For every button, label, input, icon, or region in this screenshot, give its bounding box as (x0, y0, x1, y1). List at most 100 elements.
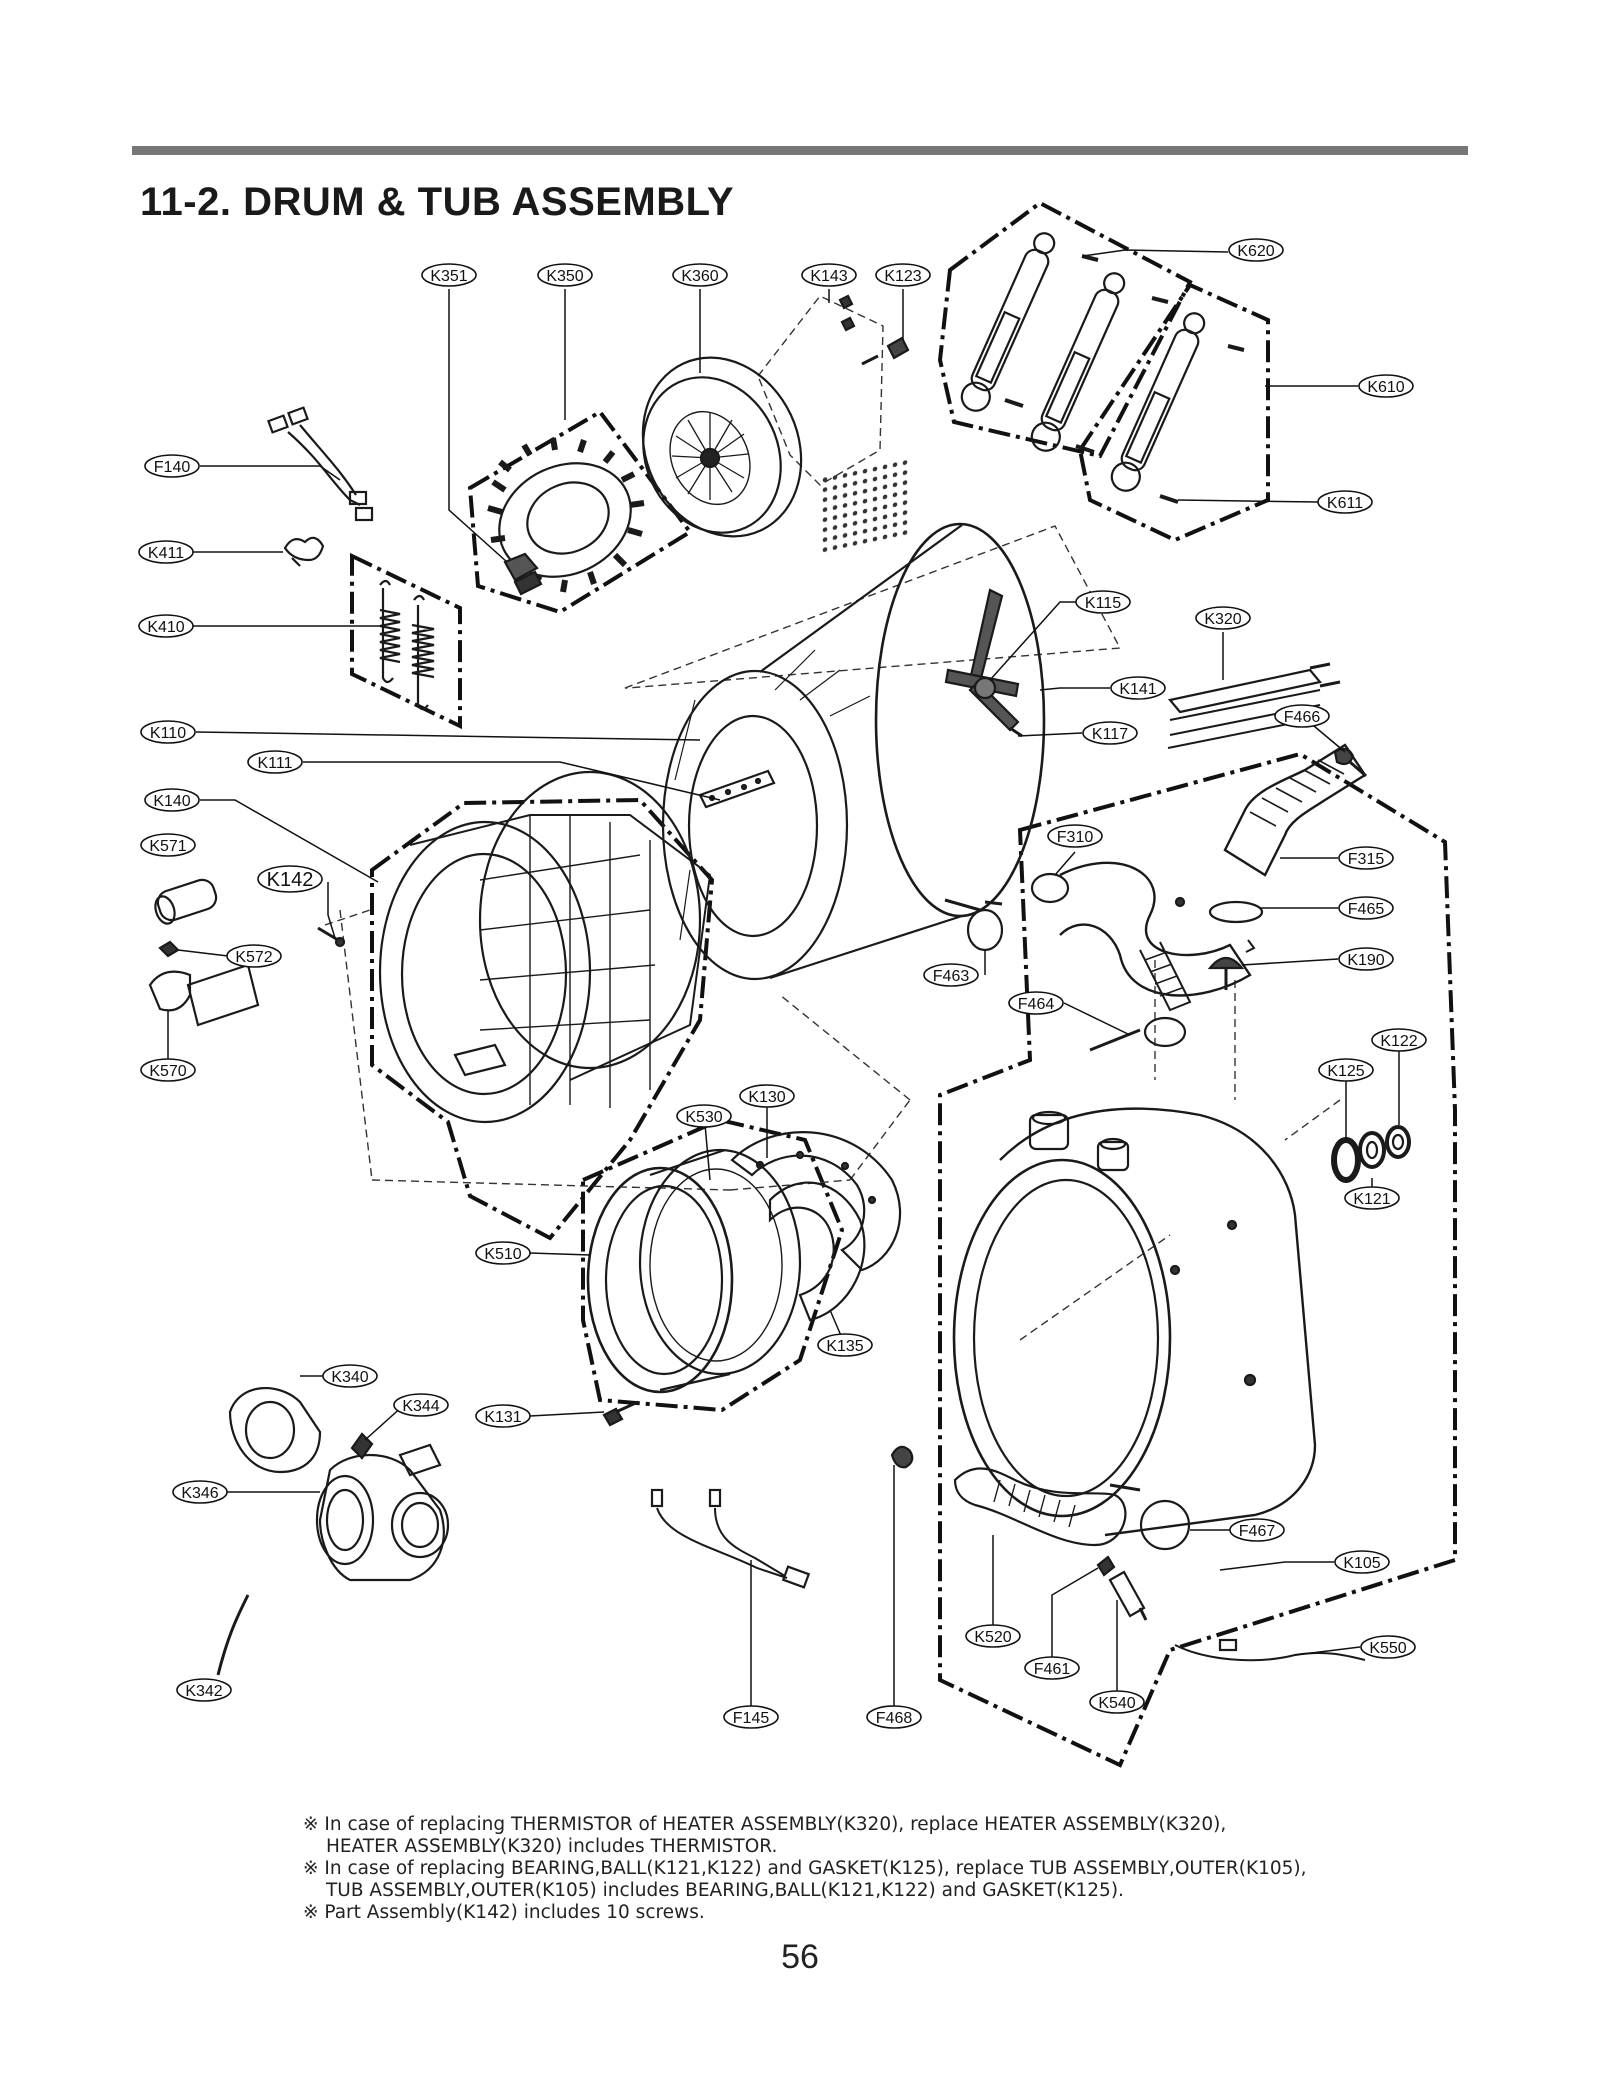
sensor-wire-k550 (1174, 1638, 1366, 1662)
hose-f310 (1030, 861, 1252, 1012)
callout-k350: K350 (537, 263, 593, 287)
callout-label: K110 (150, 725, 186, 742)
gasket-group-boundary (581, 1117, 845, 1413)
callout-label: K610 (1367, 379, 1404, 396)
callout-f467: F467 (1229, 1518, 1285, 1542)
callout-label: K342 (185, 1683, 222, 1700)
callout-label: K571 (149, 838, 186, 855)
footnote-line: ※ In case of replacing THERMISTOR of HEA… (303, 1814, 1227, 1835)
dampers-k620-k610 (960, 232, 1245, 504)
callout-k117: K117 (1082, 721, 1138, 745)
page-number: 56 (781, 1938, 819, 1976)
callout-label: K131 (484, 1409, 521, 1426)
lifter-k111 (698, 769, 776, 809)
sensor-k351 (503, 552, 543, 596)
callout-label: K344 (402, 1398, 439, 1415)
callout-k110: K110 (140, 720, 196, 744)
callout-label: K320 (1204, 611, 1241, 628)
callout-label: K550 (1369, 1640, 1406, 1657)
callout-f140: F140 (144, 454, 200, 478)
callout-label: F463 (933, 968, 970, 985)
callout-k143: K143 (801, 263, 857, 287)
hose-k342 (216, 1594, 250, 1676)
hose-k520 (953, 1467, 1127, 1547)
callout-label: K142 (267, 869, 314, 891)
bellows-hose-f315 (1223, 743, 1367, 877)
callout-labels: K351 K350 K360 K143 K123 K620 K610 K611 … (138, 238, 1427, 1729)
callout-k570: K570 (140, 1058, 196, 1082)
callout-label: K346 (181, 1485, 218, 1502)
footnotes: ※ In case of replacing THERMISTOR of HEA… (303, 1814, 1503, 1924)
front-tub-group-boundary (370, 797, 715, 1241)
callout-label: K105 (1343, 1555, 1380, 1572)
callout-k111: K111 (247, 750, 303, 774)
screw-k131 (602, 1400, 639, 1427)
clip-k411 (283, 536, 325, 567)
callout-k540: K540 (1089, 1690, 1145, 1714)
screw-k142 (317, 926, 346, 948)
footnote-line: TUB ASSEMBLY,OUTER(K105) includes BEARIN… (326, 1880, 1124, 1901)
callout-label: K190 (1347, 952, 1384, 969)
callout-k344: K344 (393, 1393, 449, 1417)
header-rule (132, 146, 1468, 155)
callout-label: K572 (235, 949, 272, 966)
callout-k411: K411 (138, 540, 194, 564)
callout-f466: F466 (1274, 704, 1330, 728)
callout-f310: F310 (1047, 824, 1103, 848)
callout-label: K360 (681, 268, 718, 285)
springs-k410 (379, 579, 435, 711)
cap-f463 (944, 898, 1004, 952)
air-valve-k190 (1207, 956, 1245, 990)
callout-label: K340 (331, 1369, 368, 1386)
callout-k130: K130 (739, 1084, 795, 1108)
fitting-k540 (1108, 1570, 1148, 1621)
callout-k140: K140 (144, 788, 200, 812)
gasket-k510 (586, 1148, 802, 1394)
callout-k122: K122 (1371, 1028, 1427, 1052)
callout-label: K123 (884, 268, 921, 285)
callout-k320: K320 (1195, 606, 1251, 630)
callout-label: F310 (1057, 829, 1094, 846)
callout-k121: K121 (1344, 1186, 1400, 1210)
rotor-k360 (641, 356, 803, 538)
clip-f468 (890, 1445, 914, 1469)
callout-label: K117 (1092, 726, 1128, 743)
callout-f463: F463 (923, 963, 979, 987)
damper-group-boundary-k620 (937, 200, 1193, 459)
part-drawings (148, 232, 1411, 1676)
callout-label: F461 (1034, 1661, 1071, 1678)
callout-k620: K620 (1228, 238, 1284, 262)
clamp-f464 (1089, 1016, 1187, 1052)
callout-label: K135 (826, 1338, 863, 1355)
clamp-f467 (1109, 1483, 1191, 1551)
callout-f468: F468 (866, 1705, 922, 1729)
callout-label: K530 (685, 1109, 722, 1126)
callout-label: K520 (974, 1629, 1011, 1646)
callout-k105: K105 (1334, 1550, 1390, 1574)
group-boundaries (350, 200, 1457, 1768)
callout-f464: F464 (1008, 991, 1064, 1015)
callout-k131: K131 (475, 1404, 531, 1428)
wire-harness-f145 (650, 1488, 811, 1589)
callout-label: F140 (154, 459, 191, 476)
footnote-line: ※ Part Assembly(K142) includes 10 screws… (303, 1902, 705, 1923)
callout-label: K570 (149, 1063, 186, 1080)
callout-f465: F465 (1338, 896, 1394, 920)
bolts-k143-k123 (838, 294, 910, 366)
callout-k125: K125 (1318, 1058, 1374, 1082)
callout-label: F315 (1348, 851, 1385, 868)
callout-k520: K520 (965, 1624, 1021, 1648)
callout-k610: K610 (1358, 374, 1414, 398)
callout-label: K115 (1085, 595, 1121, 612)
callout-k135: K135 (817, 1333, 873, 1357)
callout-k190: K190 (1338, 947, 1394, 971)
callout-f315: F315 (1338, 846, 1394, 870)
leader-lines (167, 249, 1400, 1717)
front-tub-k140 (378, 770, 712, 1124)
callout-k572: K572 (226, 944, 282, 968)
drum-k110 (661, 458, 1046, 981)
callout-label: K540 (1098, 1695, 1135, 1712)
callout-label: K130 (748, 1089, 785, 1106)
page-title: 11-2. DRUM & TUB ASSEMBLY (140, 180, 735, 224)
